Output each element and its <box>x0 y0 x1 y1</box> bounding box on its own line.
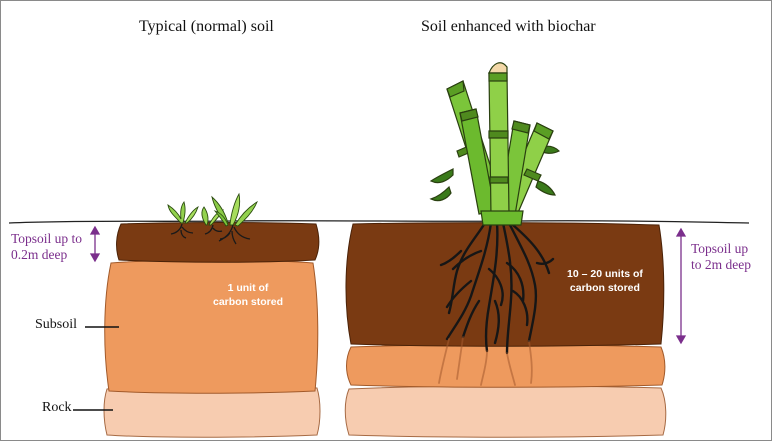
left-title: Typical (normal) soil <box>139 18 274 35</box>
topsoil-left-annotation: Topsoil up to 0.2m deep <box>11 231 82 263</box>
right-subsoil-layer <box>346 344 666 388</box>
subsoil-label: Subsoil <box>35 317 78 332</box>
right-rock-layer <box>344 385 667 438</box>
biochar-roots-faded <box>438 336 533 386</box>
rock-label: Rock <box>42 400 72 415</box>
left-grass-roots <box>170 223 251 245</box>
carbon-left-line1: 1 unit of <box>227 282 269 294</box>
topsoil-right-line1: Topsoil up <box>691 241 749 256</box>
carbon-left-line2: carbon stored <box>213 296 284 308</box>
carbon-right-label: 10 – 20 units of carbon stored <box>567 267 643 295</box>
carbon-right-line1: 10 – 20 units of <box>567 268 643 280</box>
right-title: Soil enhanced with biochar <box>421 18 596 35</box>
left-subsoil-layer <box>104 259 319 394</box>
biochar-plant-roots <box>439 221 555 355</box>
topsoil-left-line1: Topsoil up to <box>11 231 83 246</box>
left-grass-plants <box>167 192 258 227</box>
topsoil-left-line2: 0.2m deep <box>11 247 68 262</box>
right-topsoil-layer <box>345 222 665 347</box>
ground-line <box>8 220 750 224</box>
carbon-right-line2: carbon stored <box>569 282 640 294</box>
carbon-left-label: 1 unit of carbon stored <box>213 281 283 309</box>
topsoil-right-annotation: Topsoil up to 2m deep <box>691 241 751 273</box>
left-topsoil-layer <box>116 222 320 263</box>
biochar-plant <box>429 62 561 226</box>
right-topsoil-depth-arrow <box>675 227 687 345</box>
left-topsoil-depth-arrow <box>89 225 101 263</box>
topsoil-right-line2: to 2m deep <box>691 257 751 272</box>
